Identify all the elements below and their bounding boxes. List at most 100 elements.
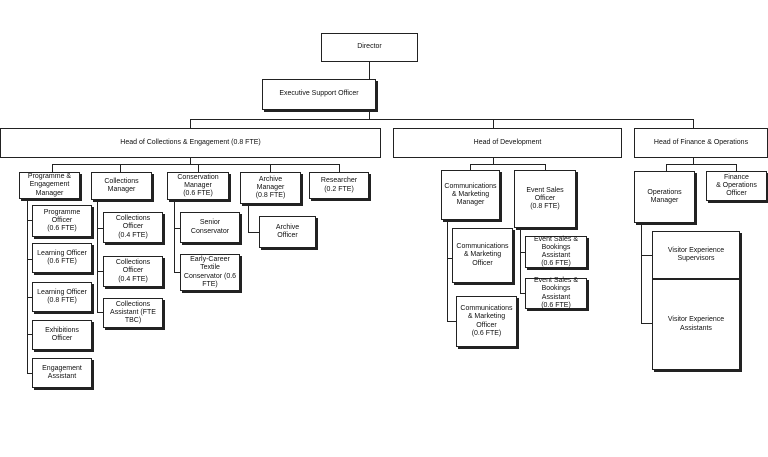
- connector: [97, 228, 103, 229]
- ve-supervisors-box: Visitor Experience Supervisors: [652, 231, 740, 279]
- collections-manager-box: Collections Manager: [91, 172, 152, 200]
- event-assistant-1-box: Event Sales & Bookings Assistant (0.6 FT…: [525, 236, 587, 268]
- director-label: Director: [357, 43, 382, 51]
- collections-officer-2-box: Collections Officer (0.4 FTE): [103, 256, 163, 287]
- connector: [174, 200, 175, 273]
- connector: [174, 228, 180, 229]
- connector: [174, 272, 180, 273]
- connector: [248, 232, 259, 233]
- connector: [190, 158, 191, 164]
- connector: [27, 334, 32, 335]
- connector: [520, 252, 525, 253]
- learning-officer-1-box: Learning Officer (0.6 FTE): [32, 243, 92, 273]
- connector: [666, 164, 667, 171]
- exec-support-label: Executive Support Officer: [279, 90, 359, 98]
- connector: [447, 258, 452, 259]
- connector: [470, 164, 546, 165]
- textile-conservator-box: Early-Career Textile Conservator (0.6 FT…: [180, 254, 240, 291]
- exhibitions-officer-label: Exhibitions Officer: [45, 326, 79, 342]
- programme-officer-label: Programme Officer (0.6 FTE): [43, 208, 81, 233]
- archive-officer-box: Archive Officer: [259, 216, 316, 248]
- connector: [641, 255, 652, 256]
- connector: [190, 119, 191, 128]
- researcher-label: Researcher (0.2 FTE): [320, 177, 358, 193]
- head-collections-box: Head of Collections & Engagement (0.8 FT…: [0, 128, 381, 158]
- connector: [369, 62, 370, 79]
- learning-officer-2-box: Learning Officer (0.8 FTE): [32, 282, 92, 312]
- connector: [27, 220, 32, 221]
- comms-officer-2-label: Communications & Marketing Officer (0.6 …: [460, 305, 513, 337]
- connector: [447, 321, 456, 322]
- comms-officer-2-box: Communications & Marketing Officer (0.6 …: [456, 296, 517, 347]
- connector: [666, 164, 737, 165]
- operations-manager-label: Operations Manager: [647, 188, 682, 204]
- comms-officer-1-label: Communications & Marketing Officer: [456, 243, 509, 267]
- conservation-manager-box: Conservation Manager (0.6 FTE): [167, 172, 229, 200]
- conservation-manager-label: Conservation Manager (0.6 FTE): [177, 173, 219, 198]
- connector: [641, 223, 642, 324]
- head-finance-label: Head of Finance & Operations: [653, 138, 749, 146]
- senior-conservator-label: Senior Conservator: [190, 219, 230, 235]
- connector: [447, 220, 448, 322]
- connector: [339, 164, 340, 172]
- comms-officer-1-box: Communications & Marketing Officer: [452, 228, 513, 283]
- connector: [736, 164, 737, 171]
- event-sales-officer-box: Event Sales Officer (0.8 FTE): [514, 170, 576, 228]
- exhibitions-officer-box: Exhibitions Officer: [32, 320, 92, 350]
- connector: [248, 204, 249, 233]
- connector: [52, 164, 53, 172]
- archive-manager-label: Archive Manager (0.8 FTE): [255, 175, 286, 200]
- event-sales-officer-label: Event Sales Officer (0.8 FTE): [526, 186, 564, 211]
- textile-conservator-label: Early-Career Textile Conservator (0.6 FT…: [183, 256, 237, 288]
- ve-assistants-label: Visitor Experience Assistants: [667, 316, 725, 332]
- collections-officer-1-box: Collections Officer (0.4 FTE): [103, 212, 163, 243]
- head-collections-label: Head of Collections & Engagement (0.8 FT…: [120, 138, 261, 146]
- connector: [120, 164, 121, 172]
- connector: [641, 323, 652, 324]
- connector: [97, 312, 103, 313]
- ve-assistants-box: Visitor Experience Assistants: [652, 279, 740, 370]
- connector: [27, 259, 32, 260]
- connector: [52, 164, 340, 165]
- operations-manager-box: Operations Manager: [634, 171, 695, 223]
- exec-support-box: Executive Support Officer: [262, 79, 376, 110]
- connector: [493, 119, 494, 128]
- collections-assistant-label: Collections Assistant (FTE TBC): [110, 300, 156, 325]
- collections-manager-label: Collections Manager: [104, 177, 139, 193]
- event-assistant-1-label: Event Sales & Bookings Assistant (0.6 FT…: [534, 235, 578, 268]
- head-development-box: Head of Development: [393, 128, 622, 158]
- event-assistant-2-box: Event Sales & Bookings Assistant (0.6 FT…: [525, 277, 587, 309]
- connector: [27, 297, 32, 298]
- connector: [693, 119, 694, 128]
- learning-officer-2-label: Learning Officer (0.8 FTE): [37, 288, 87, 304]
- archive-manager-box: Archive Manager (0.8 FTE): [240, 172, 301, 204]
- connector: [520, 228, 521, 294]
- connector: [545, 164, 546, 170]
- connector: [369, 110, 370, 119]
- collections-officer-1-label: Collections Officer (0.4 FTE): [115, 215, 151, 239]
- connector: [520, 293, 525, 294]
- finance-officer-label: Finance & Operations Officer: [716, 173, 757, 198]
- connector: [493, 158, 494, 164]
- comms-manager-box: Communications & Marketing Manager: [441, 170, 500, 220]
- programme-manager-box: Programme & Engagement Manager: [19, 172, 80, 199]
- learning-officer-1-label: Learning Officer (0.6 FTE): [37, 249, 87, 265]
- connector: [198, 164, 199, 172]
- collections-officer-2-label: Collections Officer (0.4 FTE): [115, 259, 151, 283]
- senior-conservator-box: Senior Conservator: [180, 212, 240, 243]
- connector: [470, 164, 471, 170]
- connector: [97, 271, 103, 272]
- ve-supervisors-label: Visitor Experience Supervisors: [667, 246, 725, 262]
- connector: [190, 119, 694, 120]
- head-finance-box: Head of Finance & Operations: [634, 128, 768, 158]
- programme-officer-box: Programme Officer (0.6 FTE): [32, 205, 92, 237]
- researcher-box: Researcher (0.2 FTE): [309, 172, 369, 199]
- archive-officer-label: Archive Officer: [275, 223, 300, 239]
- comms-manager-label: Communications & Marketing Manager: [444, 182, 497, 207]
- programme-manager-label: Programme & Engagement Manager: [27, 173, 72, 197]
- connector: [270, 164, 271, 172]
- connector: [27, 198, 28, 374]
- collections-assistant-box: Collections Assistant (FTE TBC): [103, 298, 163, 328]
- connector: [693, 158, 694, 164]
